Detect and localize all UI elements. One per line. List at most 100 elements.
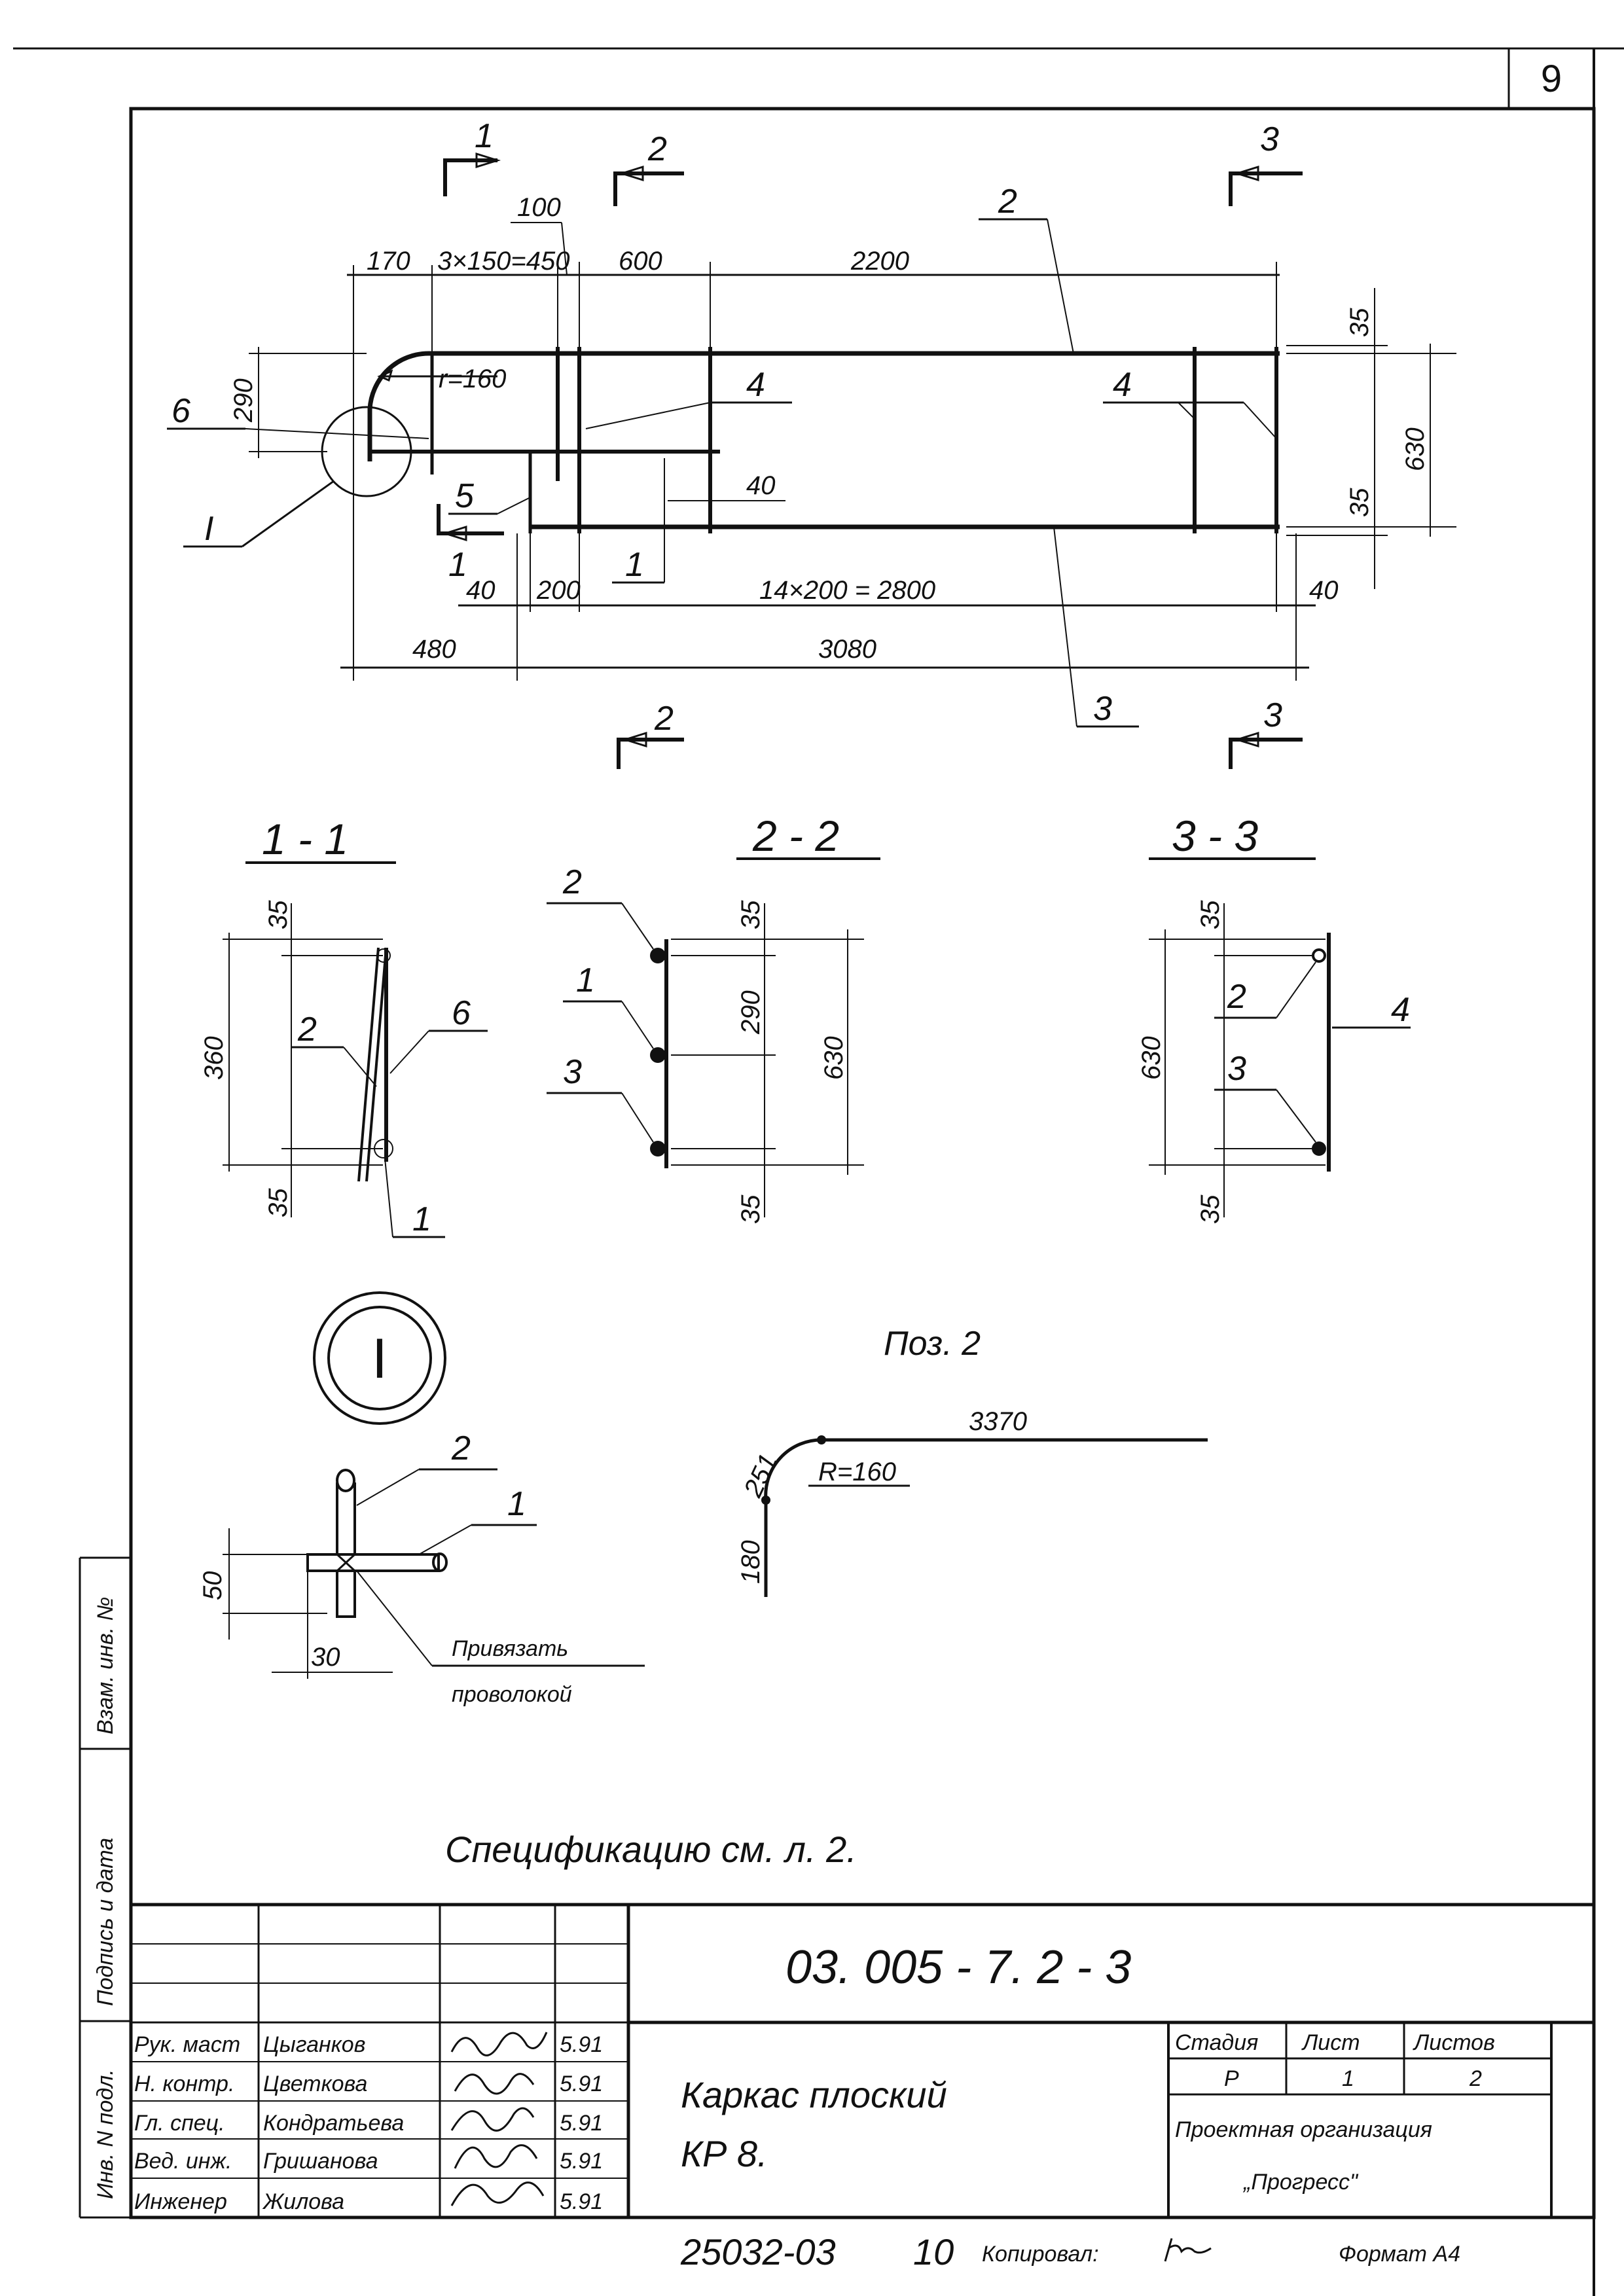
document-code: 03. 005 - 7. 2 - 3	[785, 1941, 1131, 1994]
pos2-length: 3370	[969, 1407, 1027, 1436]
side-stamp-replace: Взам. инв. №	[93, 1597, 118, 1734]
detail-note-2: проволокой	[452, 1682, 572, 1707]
sec11-dim-360: 360	[200, 1036, 228, 1080]
pos2-bar-shape: Поз. 2 3370 251 R=160 180	[736, 1325, 1208, 1597]
date-3: 5.91	[560, 2149, 603, 2174]
sec33-pos-2: 2	[1227, 978, 1246, 1016]
archive-number: 25032-03	[680, 2231, 836, 2272]
plan-radius: r=160	[439, 365, 506, 393]
name-0: Цыганков	[263, 2032, 365, 2057]
sec22-dim-35-bot: 35	[736, 1194, 765, 1224]
sec22-dim-630: 630	[820, 1036, 848, 1080]
plan-pos-2: 2	[998, 183, 1017, 221]
sec33-dim-630: 630	[1137, 1036, 1166, 1080]
mark-3-bottom: 3	[1263, 696, 1282, 734]
dim-600: 600	[619, 247, 662, 276]
dim-3x150: 3×150=450	[437, 247, 569, 276]
sheet-header: Лист	[1301, 2030, 1360, 2055]
mark-1-bottom: 1	[448, 546, 467, 584]
detail-note-1: Привязать	[452, 1636, 568, 1661]
format-label: Формат А4	[1339, 2242, 1460, 2267]
dim-480: 480	[412, 635, 456, 664]
sec22-pos-1: 1	[576, 961, 595, 999]
role-0: Рук. маст	[134, 2032, 240, 2057]
dim-100: 100	[517, 193, 561, 222]
role-1: Н. контр.	[134, 2072, 234, 2096]
name-2: Кондратьева	[263, 2111, 404, 2136]
mark-2-top: 2	[647, 130, 667, 168]
pos2-radius: R=160	[818, 1458, 896, 1486]
footer: 25032-03 10 Копировал: Формат А4	[680, 2231, 1460, 2272]
role-3: Вед. инж.	[134, 2149, 232, 2174]
plan-pos-1: 1	[625, 546, 644, 584]
sec33-pos-3: 3	[1227, 1050, 1246, 1088]
section-2-2: 2 - 2 35 290 630 35 2 1 3	[547, 812, 880, 1224]
plan-pos-4-right: 4	[1113, 366, 1132, 404]
dim-right-35-top: 35	[1345, 308, 1374, 337]
sec22-dim-35-top: 35	[736, 900, 765, 929]
detail-label: I	[372, 1327, 388, 1390]
dim-bot-40-left: 40	[466, 576, 496, 605]
name-3: Гришанова	[263, 2149, 378, 2174]
stage-value: Р	[1224, 2066, 1239, 2091]
signature	[454, 2144, 538, 2169]
side-stamp: Инв. N подл. Подпись и дата Взам. инв. №	[79, 1556, 131, 2219]
plan-view: r=160 I 170 3×150=450 100 600 2200 35 63…	[167, 183, 1456, 728]
sec22-pos-3: 3	[563, 1053, 582, 1091]
role-4: Инженер	[134, 2189, 227, 2214]
dim-2200: 2200	[850, 247, 909, 276]
drawing-frame	[129, 107, 1596, 2219]
date-0: 5.91	[560, 2032, 603, 2057]
dim-3080: 3080	[818, 635, 876, 664]
name-1: Цветкова	[263, 2072, 367, 2096]
date-1: 5.91	[560, 2072, 603, 2096]
dim-right-630: 630	[1401, 427, 1430, 471]
pos2-leg: 180	[736, 1540, 765, 1584]
drawing-title-line2: КР 8.	[681, 2133, 768, 2174]
detail-pos-1: 1	[507, 1485, 526, 1523]
mark-1-top: 1	[475, 117, 494, 155]
section-marks: 1 2 3 1 2 3	[437, 117, 1303, 769]
side-stamp-sign: Подпись и дата	[93, 1838, 118, 2006]
title-block: 03. 005 - 7. 2 - 3 Рук. маст Цыганков 5.…	[131, 1903, 1594, 2217]
dim-mid-40: 40	[746, 471, 776, 500]
section-3-3: 3 - 3 35 630 35 2 3 4	[1137, 812, 1411, 1224]
signature	[454, 2073, 535, 2095]
sec11-dim-35-top: 35	[264, 900, 293, 929]
date-4: 5.91	[560, 2189, 603, 2214]
copied-label: Копировал:	[982, 2242, 1099, 2267]
dim-right-35-bot: 35	[1345, 488, 1374, 517]
signature	[450, 2032, 548, 2056]
sec22-pos-2: 2	[562, 863, 582, 901]
signature	[450, 2181, 545, 2206]
mark-3-top: 3	[1260, 120, 1279, 158]
spec-note: Спецификацию см. л. 2.	[445, 1829, 857, 1870]
org-line2: „Прогресс"	[1242, 2170, 1359, 2195]
sec33-pos-4: 4	[1391, 991, 1410, 1029]
drawing-title-line1: Каркас плоский	[681, 2074, 947, 2115]
sec22-dim-290: 290	[736, 990, 765, 1035]
section-3-3-title: 3 - 3	[1172, 812, 1258, 860]
detail-dim-30: 30	[311, 1643, 340, 1672]
pos2-title: Поз. 2	[884, 1325, 981, 1363]
dim-left-290: 290	[229, 378, 258, 423]
name-4: Жилова	[262, 2189, 344, 2214]
copy-number: 10	[913, 2231, 954, 2272]
sheets-value: 2	[1469, 2066, 1482, 2091]
sec11-pos-1: 1	[412, 1200, 431, 1238]
signature	[450, 2107, 535, 2132]
plan-pos-4-left: 4	[746, 366, 765, 404]
section-1-1: 1 - 1 35 360 35 2 6 1	[200, 815, 488, 1238]
stage-header: Стадия	[1175, 2030, 1258, 2055]
pos2-bend: 251	[738, 1450, 784, 1502]
date-2: 5.91	[560, 2111, 603, 2136]
copier-signature	[1164, 2238, 1212, 2262]
dim-bot-200: 200	[536, 576, 581, 605]
side-stamp-inv: Инв. N подл.	[93, 2069, 118, 2199]
plan-pos-3: 3	[1093, 690, 1112, 728]
detail-I: I 50 30 2 1 Привязать проволокой	[198, 1291, 645, 1707]
sec11-dim-35-bot: 35	[264, 1188, 293, 1217]
mark-2-bottom: 2	[654, 700, 674, 738]
sheet-number: 9	[1541, 58, 1562, 100]
